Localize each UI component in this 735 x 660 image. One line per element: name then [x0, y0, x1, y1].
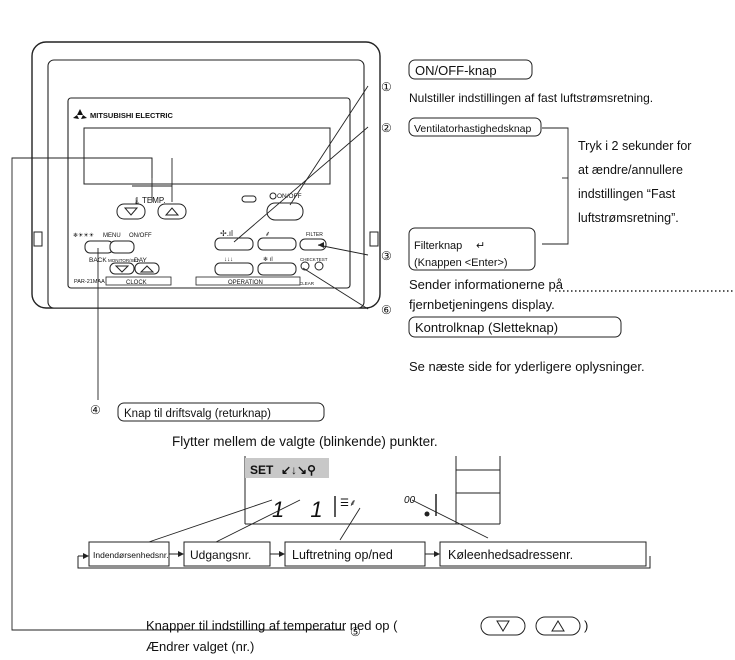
model-label: PAR-21MAA [74, 279, 105, 285]
callout-2: ② Ventilatorhastighedsknap [381, 117, 542, 137]
clock-up-button[interactable] [134, 262, 160, 275]
triangle-up-icon [164, 207, 180, 216]
filter-label: FILTER [306, 232, 323, 238]
triangle-down-icon [123, 207, 139, 216]
svg-text:④: ④ [90, 403, 101, 417]
triangle-down-icon [114, 265, 130, 273]
svg-text:luftstrømsretning”.: luftstrømsretning”. [578, 211, 679, 225]
back-button[interactable] [84, 240, 114, 254]
callout-5: ⑤ Knapper til indstilling af temperatur … [146, 616, 588, 654]
svg-text:indstillingen “Fast: indstillingen “Fast [578, 187, 676, 201]
remote-controller: MITSUBISHI ELECTRIC 🌡 TEMP. ON/OFF ❄☀☀☀ … [31, 41, 381, 309]
filterknap-desc-1: Sender informationerne på [409, 277, 564, 292]
sequence-item-3: Luftretning op/ned [292, 548, 393, 562]
test-button[interactable] [314, 261, 324, 271]
onoff-label: ON/OFF [277, 193, 302, 200]
louver-icon: ⸙ [265, 231, 270, 238]
clock-label: CLOCK [126, 280, 147, 286]
menu-label: MENU [103, 233, 121, 239]
mitsubishi-logo-icon [73, 109, 87, 119]
filterknap-title: Filterknap [414, 240, 462, 252]
callout-4: ④ Knap til driftsvalg (returknap) Flytte… [90, 402, 438, 449]
ventilation-button[interactable] [257, 262, 297, 276]
svg-text:at ændre/annullere: at ændre/annullere [578, 163, 683, 177]
day-label: DAY [134, 257, 148, 264]
kontrolknap-desc: Se næste side for yderligere oplysninger… [409, 359, 645, 374]
lcd-arrows [139, 499, 489, 546]
temp-down-button[interactable] [116, 203, 146, 220]
temp-up-button[interactable] [157, 203, 187, 220]
bracket-note: Tryk i 2 sekunder for at ændre/annullere… [578, 139, 691, 225]
vane-icon: ↓↓↓ [224, 257, 233, 263]
monitor-set-label: MONITOR/SET [108, 258, 139, 263]
onoff-knap-desc: Nulstiller indstillingen af fast luftstr… [409, 91, 653, 105]
vane-button[interactable] [214, 262, 254, 276]
arrow-head [318, 242, 324, 248]
louver-button[interactable] [257, 237, 297, 251]
svg-text:⑥: ⑥ [381, 303, 392, 317]
ventilator-title: Ventilatorhastighedsknap [414, 123, 531, 135]
airflow-icon: ☰⸙ [340, 498, 356, 509]
kontrolknap-title: Kontrolknap (Sletteknap) [415, 320, 558, 335]
desc-temp-down-icon [480, 616, 526, 636]
refrigerant-digits: 00 [404, 495, 416, 506]
mode-icons: ❄☀☀☀ [73, 232, 94, 239]
enter-arrow-icon: ↵ [476, 240, 485, 252]
filter-button[interactable] [299, 238, 327, 251]
power-icon [269, 192, 277, 200]
sequence-item-2: Udgangsnr. [190, 548, 251, 562]
clock-down-button[interactable] [109, 262, 135, 275]
test-label: TEST [316, 257, 328, 262]
check-label: CHECK [300, 257, 316, 262]
svg-text:): ) [584, 618, 588, 633]
vane-direction-icon: ↙↓↘⚲ [281, 463, 316, 477]
triangle-up-icon [139, 265, 155, 273]
callout-3: ③ Filterknap ↵ (Knappen <Enter>) Sender … [381, 227, 733, 312]
sequence-row: Indendørsenhedsnr. Udgangsnr. Luftretnin… [77, 541, 651, 569]
ventilation-icon: ❄ ıl [263, 256, 273, 263]
svg-text:③: ③ [381, 249, 392, 263]
temp-buttons-desc-2: Ændrer valget (nr.) [146, 639, 254, 654]
fan-speed-icon: ✢.ıl [220, 229, 233, 238]
driftsvalg-title: Knap til driftsvalg (returknap) [124, 408, 271, 420]
thermometer-icon: 🌡 [132, 197, 142, 206]
onoff-knap-title: ON/OFF-knap [415, 63, 497, 78]
fan-speed-button[interactable] [214, 237, 254, 251]
desc-temp-up-icon [535, 616, 581, 636]
set-indicator: SET [250, 463, 274, 477]
operation-lamp [241, 195, 257, 203]
svg-text:Tryk i 2 sekunder for: Tryk i 2 sekunder for [578, 139, 691, 153]
driftsvalg-desc: Flytter mellem de valgte (blinkende) pun… [172, 434, 438, 449]
onoff-button[interactable]: ON/OFF [266, 192, 304, 221]
svg-text:⑤: ⑤ [350, 625, 361, 639]
callout-1: ① ON/OFF-knap Nulstiller indstillingen a… [381, 59, 653, 105]
callout-6: ⑥ Kontrolknap (Sletteknap) Se næste side… [381, 303, 645, 374]
lcd-detail: SET ↙↓↘⚲ 1 1 ☰⸙ 00 [244, 456, 501, 525]
filterknap-desc-2: fjernbetjeningens display. [409, 297, 555, 312]
brand-label: MITSUBISHI ELECTRIC [90, 111, 174, 120]
menu-button[interactable] [109, 240, 135, 254]
temp-label: TEMP. [142, 196, 165, 205]
svg-text:①: ① [381, 80, 392, 94]
enter-subtitle: (Knappen <Enter>) [414, 257, 508, 269]
leader-lines [11, 85, 569, 631]
clear-label: CLEAR [299, 281, 315, 286]
sequence-item-1: Indendørsenhedsnr. [93, 550, 169, 560]
temp-buttons-desc: Knapper til indstilling af temperatur ne… [146, 618, 398, 633]
operation-label: OPERATION [228, 280, 263, 286]
onoff-small-label: ON/OFF [129, 233, 152, 239]
sequence-item-4: Køleenhedsadressenr. [448, 548, 573, 562]
svg-text:②: ② [381, 121, 392, 135]
